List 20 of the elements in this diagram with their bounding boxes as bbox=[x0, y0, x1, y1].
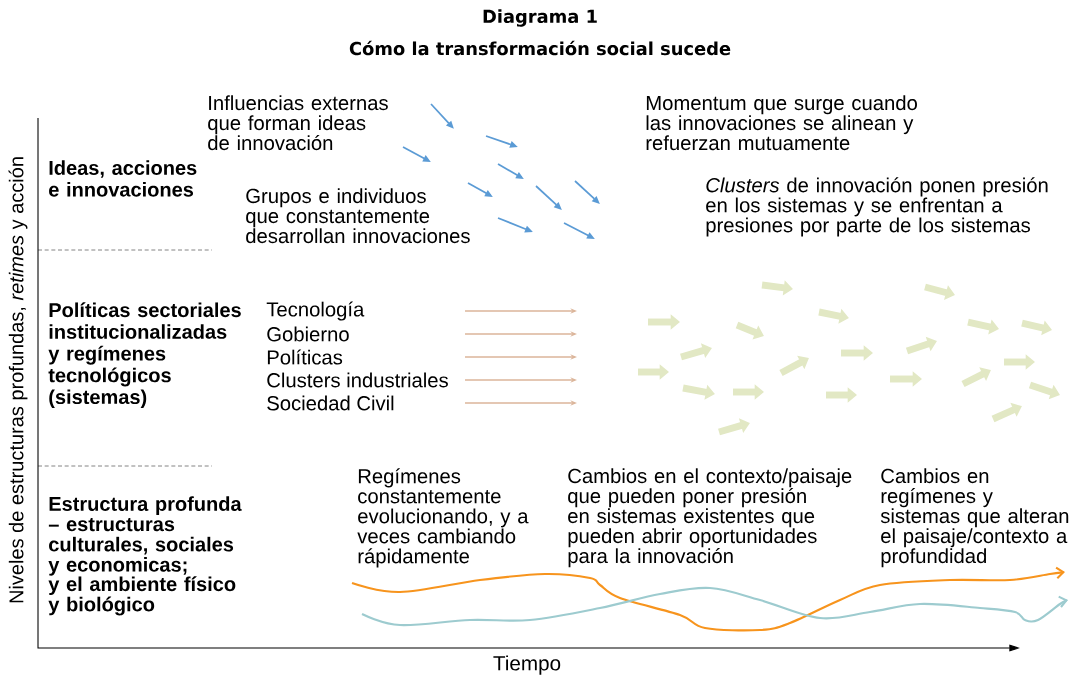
sector-label: Gobierno bbox=[267, 326, 349, 342]
annotation: Cambios en regímenes y sistemas que alteran el paisaje/contexto a profundidad bbox=[880, 468, 1069, 568]
level-label: y el ambiente físico y biológico bbox=[48, 576, 236, 616]
subtitle: Cómo la transformación social sucede bbox=[349, 40, 731, 56]
level-label: Políticas sectoriales institucionalizadas y regímenes tecnológicos (sistemas) bbox=[48, 302, 241, 408]
annotation: Grupos e individuos que constantemente desarrollan innovaciones bbox=[246, 188, 470, 244]
sector-label: Tecnología bbox=[266, 301, 365, 321]
annotation: Regímenes constantemente evolucionando, y a veces cambiando rápidamente bbox=[357, 468, 529, 568]
annotation: Influencias externas que forman ideas de innovación bbox=[208, 95, 388, 151]
annotation: Momentum que surge cuando las innovaciones se alinean y refuerzan mutuamente bbox=[646, 95, 917, 151]
sector-label: Sociedad Civil bbox=[267, 395, 394, 411]
level-label: Ideas, acciones e innovaciones bbox=[49, 160, 197, 197]
annotation: Clusters de innovación ponen presión en los sistemas y se enfrentan a presiones por parte de los sistemas bbox=[706, 177, 1048, 237]
title: Diagrama 1 bbox=[483, 9, 597, 27]
axis-label: Niveles de estructuras profundas, retimes y acción bbox=[8, 157, 28, 603]
sector-label: Clusters industriales bbox=[267, 372, 448, 388]
axis-label: Tiempo bbox=[493, 655, 561, 675]
sector-label: Políticas bbox=[267, 349, 343, 365]
level-label: Estructura profunda – estructuras culturales, sociales y economicas; bbox=[48, 496, 242, 576]
annotation: Cambios en el contexto/paisaje que pueden poner presión en sistemas existentes que pueden abrir oportunidades para la innovación bbox=[568, 468, 852, 568]
